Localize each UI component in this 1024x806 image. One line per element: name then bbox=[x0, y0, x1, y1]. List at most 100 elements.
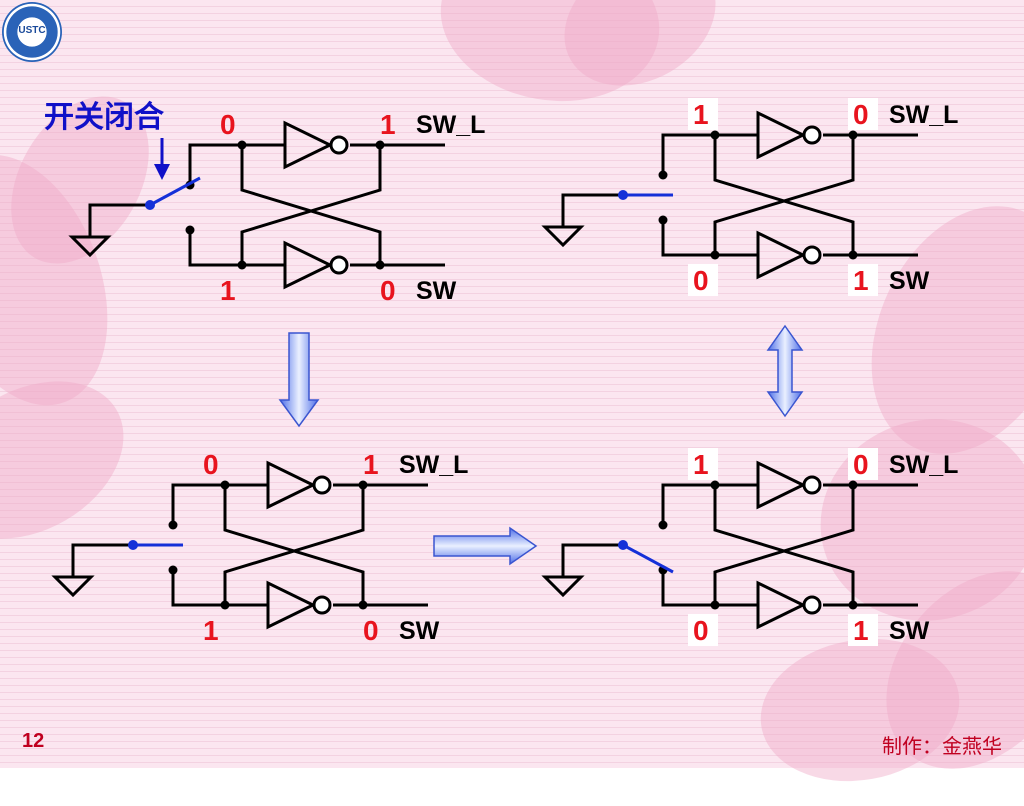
inverter-bubble bbox=[802, 595, 822, 615]
junction-dot bbox=[848, 250, 858, 260]
inverter-bubble bbox=[802, 125, 822, 145]
value-bottom-right: 1 bbox=[853, 265, 869, 296]
inverter-gate bbox=[756, 230, 807, 280]
switch-pivot bbox=[618, 540, 628, 550]
inverter-gate bbox=[266, 580, 317, 630]
junction-dot bbox=[185, 225, 195, 235]
switch-pivot bbox=[618, 190, 628, 200]
value-top-left: 0 bbox=[203, 449, 219, 480]
inverter-gate bbox=[756, 460, 807, 510]
junction-dot bbox=[168, 565, 178, 575]
junction-dot bbox=[848, 130, 858, 140]
junction-dot bbox=[848, 480, 858, 490]
value-top-right: 0 bbox=[853, 449, 869, 480]
wire bbox=[223, 485, 365, 605]
wire bbox=[188, 230, 285, 267]
switch-pivot bbox=[145, 200, 155, 210]
callout-pointer-arrow bbox=[154, 138, 170, 180]
arrow-updown bbox=[766, 324, 804, 418]
junction-dot bbox=[220, 480, 230, 490]
university-logo: USTC bbox=[2, 2, 62, 62]
arrow-right bbox=[433, 526, 538, 566]
wire bbox=[223, 485, 365, 605]
ground-symbol bbox=[68, 235, 112, 258]
junction-dot bbox=[710, 250, 720, 260]
ground-symbol bbox=[541, 225, 585, 248]
value-bottom-right: 0 bbox=[380, 275, 396, 306]
author-credit: 制作：金燕华 bbox=[882, 734, 1002, 758]
value-top-left: 1 bbox=[693, 99, 709, 130]
ground-symbol bbox=[541, 575, 585, 598]
junction-dot bbox=[358, 600, 368, 610]
junction-dot bbox=[237, 140, 247, 150]
wire bbox=[171, 570, 268, 607]
inverter-bubble bbox=[312, 475, 332, 495]
signal-label-sw: SW bbox=[889, 267, 930, 295]
ground-wire bbox=[88, 203, 150, 237]
inverter-gate bbox=[283, 120, 334, 170]
value-bottom-left: 1 bbox=[220, 275, 236, 306]
junction-dot bbox=[848, 600, 858, 610]
value-box bbox=[688, 264, 718, 296]
inverter-gate bbox=[756, 110, 807, 160]
ground-symbol bbox=[51, 575, 95, 598]
junction-dot bbox=[358, 480, 368, 490]
value-top-left: 0 bbox=[220, 109, 236, 140]
signal-label-sw: SW bbox=[399, 617, 440, 645]
inverter-bubble bbox=[312, 595, 332, 615]
value-box bbox=[688, 614, 718, 646]
switch-closed-callout: 开关闭合 bbox=[44, 100, 164, 135]
ground-wire bbox=[561, 543, 623, 577]
signal-label-sw: SW bbox=[416, 277, 457, 305]
value-box bbox=[688, 98, 718, 130]
wire bbox=[171, 483, 268, 525]
inverter-bubble bbox=[802, 475, 822, 495]
value-bottom-left: 1 bbox=[203, 615, 219, 646]
wire bbox=[661, 133, 758, 175]
value-bottom-left: 0 bbox=[693, 265, 709, 296]
signal-label-sw-l: SW_L bbox=[416, 111, 485, 139]
wire bbox=[713, 485, 855, 605]
switch-blade bbox=[149, 176, 201, 207]
junction-dot bbox=[710, 600, 720, 610]
value-box bbox=[848, 448, 878, 480]
wire bbox=[240, 145, 382, 265]
inverter-bubble bbox=[329, 255, 349, 275]
value-bottom-right: 0 bbox=[363, 615, 379, 646]
inverter-gate bbox=[756, 580, 807, 630]
signal-label-sw-l: SW_L bbox=[399, 451, 468, 479]
page-number: 12 bbox=[22, 730, 45, 752]
wire bbox=[240, 145, 382, 265]
wire bbox=[661, 220, 758, 257]
value-box bbox=[688, 448, 718, 480]
inverter-gate bbox=[266, 460, 317, 510]
value-bottom-right: 1 bbox=[853, 615, 869, 646]
signal-label-sw-l: SW_L bbox=[889, 451, 958, 479]
switch-blade bbox=[622, 543, 674, 574]
signal-label-sw-l: SW_L bbox=[889, 101, 958, 129]
junction-dot bbox=[168, 520, 178, 530]
value-box bbox=[848, 264, 878, 296]
logo-text: USTC bbox=[18, 25, 46, 36]
junction-dot bbox=[220, 600, 230, 610]
wire bbox=[713, 135, 855, 255]
value-top-left: 1 bbox=[693, 449, 709, 480]
junction-dot bbox=[658, 170, 668, 180]
wire bbox=[661, 570, 758, 607]
junction-dot bbox=[237, 260, 247, 270]
inverter-bubble bbox=[329, 135, 349, 155]
junction-dot bbox=[658, 215, 668, 225]
signal-label-sw: SW bbox=[889, 617, 930, 645]
inverter-gate bbox=[283, 240, 334, 290]
wire bbox=[713, 135, 855, 255]
latch-circuit-top-right: 1 0 0 1 SW_L SW bbox=[541, 98, 958, 296]
value-top-right: 0 bbox=[853, 99, 869, 130]
wire bbox=[188, 143, 285, 185]
junction-dot bbox=[658, 520, 668, 530]
arrow-down bbox=[278, 332, 320, 428]
junction-dot bbox=[375, 140, 385, 150]
